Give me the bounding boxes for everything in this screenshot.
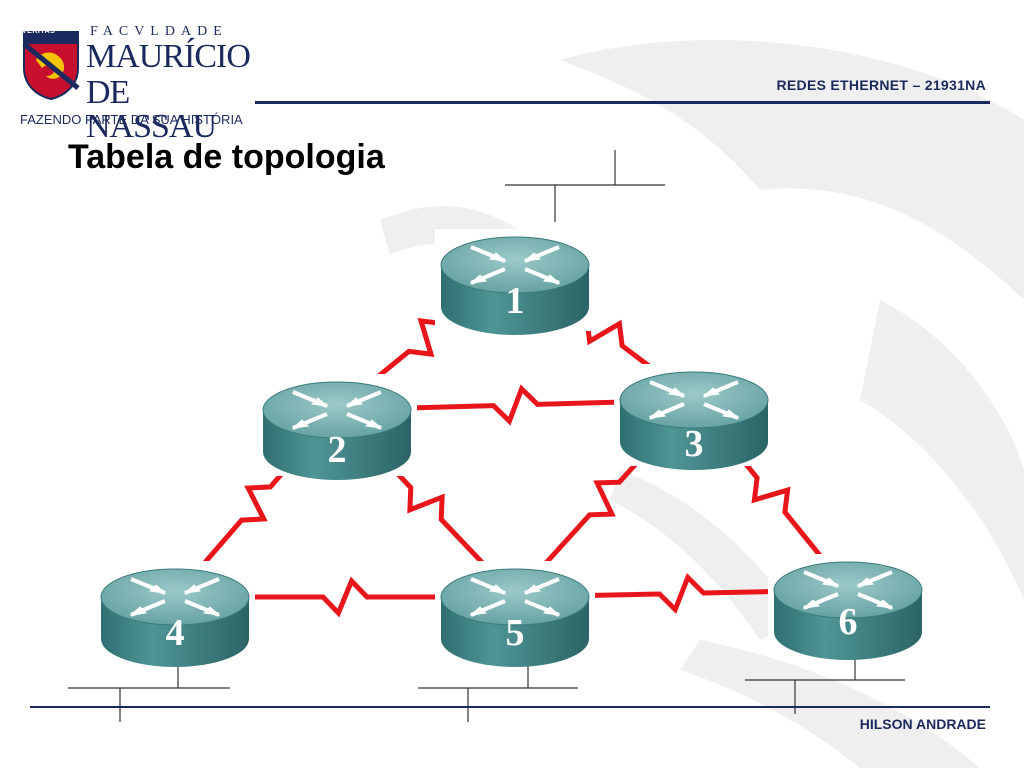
router-label: 5 [506,612,525,654]
course-title: REDES ETHERNET – 21931NA [776,77,986,93]
shield-icon [22,31,80,100]
lan-segment-r1 [505,150,665,222]
slide-title: Tabela de topologia [68,138,385,176]
serial-link-r2-r3 [336,384,695,426]
serial-link-r4-r5 [175,576,515,618]
routers: 1 2 3 4 5 6 [95,229,928,667]
router-6: 6 [768,554,928,660]
header-divider [255,101,990,104]
router-arrows-icon [469,245,561,285]
router-arrows-icon [469,577,561,617]
logo-slogan: FAZENDO PARTE DA SUA HISTÓRIA [20,112,243,127]
router-arrows-icon [802,570,894,610]
router-3: 3 [614,364,774,470]
logo-motto: VERITAS [22,28,56,35]
router-5: 5 [435,561,595,667]
router-4: 4 [95,561,255,667]
logo-name-line1: MAURÍCIO [86,38,251,75]
footer-author: HILSON ANDRADE [859,716,986,732]
footer-divider [30,706,990,708]
institution-logo: VERITAS FACVLDADE MAURÍCIO DE NASSAU FAZ… [18,22,251,144]
router-label: 4 [166,612,185,654]
slide-header: VERITAS FACVLDADE MAURÍCIO DE NASSAU FAZ… [0,0,1024,144]
lan-segments [68,150,905,722]
logo-institution-type: FACVLDADE [90,24,228,39]
router-label: 1 [506,280,525,322]
router-label: 2 [328,429,347,471]
router-label: 3 [685,423,704,465]
serial-link-r3-r5 [513,398,696,599]
router-2: 2 [257,374,417,480]
serial-link-r5-r6 [514,572,849,615]
logo-name-line2: DE NASSAU [86,74,217,145]
router-arrows-icon [648,380,740,420]
router-arrows-icon [291,390,383,430]
router-label: 6 [839,601,858,643]
router-arrows-icon [129,577,221,617]
router-1: 1 [435,229,595,335]
